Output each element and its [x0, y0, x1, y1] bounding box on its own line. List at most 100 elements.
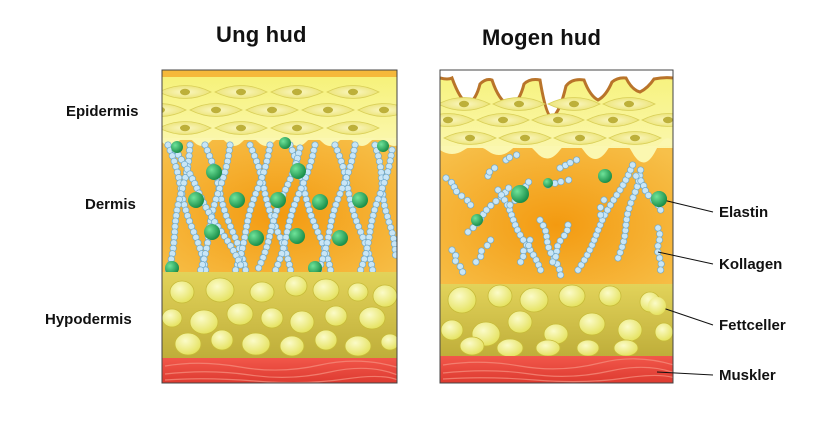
elastin-fiber [598, 169, 612, 183]
elastin-fiber [332, 230, 348, 246]
fat-cell [654, 322, 673, 342]
fat-cell [358, 306, 386, 330]
fat-cell [372, 284, 397, 308]
collagen-bead [458, 192, 466, 200]
collagen-bead [656, 230, 664, 238]
collagen-bead [452, 187, 461, 196]
fat-cell [576, 339, 600, 357]
fat-cell [487, 284, 513, 308]
collagen-bead [506, 201, 514, 209]
cell-nucleus [267, 106, 277, 114]
epidermis-cell [162, 103, 187, 117]
collagen-bead [574, 266, 582, 274]
fat-cell [519, 287, 549, 313]
collagen-bead [237, 261, 245, 269]
epidermis-cell [357, 103, 397, 117]
collagen-bead [505, 153, 514, 162]
elastin-fiber [289, 228, 305, 244]
collagen-bead [552, 253, 560, 261]
fat-cell [249, 281, 275, 303]
collagen-bead [596, 203, 605, 212]
collagen-bead [629, 161, 637, 169]
elastin-fiber [352, 192, 368, 208]
cell-nucleus [498, 116, 508, 124]
collagen-bead [613, 191, 621, 199]
fat-cell [210, 329, 234, 351]
collagen-bead [560, 232, 568, 240]
cell-nucleus [236, 124, 246, 132]
collagen-bead [483, 241, 491, 250]
mature-epidermis-cells [440, 97, 673, 145]
cell-nucleus [514, 100, 524, 108]
collagen-bead [516, 231, 524, 239]
cell-nucleus [180, 88, 190, 96]
collagen-bead [392, 251, 397, 259]
young-collagen-fibers [164, 141, 397, 274]
collagen-bead [255, 264, 263, 272]
elastin-fiber [188, 192, 204, 208]
collagen-bead [442, 174, 450, 182]
fat-cell [324, 305, 348, 327]
fat-cell [598, 285, 622, 307]
cell-nucleus [236, 88, 246, 96]
collagen-bead [577, 261, 585, 269]
label-epidermis: Epidermis [66, 103, 139, 120]
collagen-bead [637, 166, 645, 174]
fat-cell [344, 335, 372, 357]
collagen-bead [477, 247, 486, 255]
collagen-bead [565, 176, 573, 184]
elastin-fiber [171, 141, 183, 153]
fat-cell [613, 339, 639, 357]
collagen-bead [513, 151, 521, 159]
elastin-fiber [471, 214, 483, 226]
callout-lines [656, 198, 714, 376]
collagen-bead [491, 164, 499, 172]
callout-fat-dot [648, 297, 666, 315]
fat-cell [447, 286, 477, 314]
elastin-fiber [308, 261, 322, 275]
fat-cell [507, 310, 533, 334]
collagen-bead [448, 246, 456, 254]
fat-cell [617, 318, 643, 342]
epidermis-cell [641, 113, 673, 127]
cell-nucleus [663, 116, 673, 124]
collagen-bead [467, 201, 475, 209]
elastin-fiber [377, 140, 389, 152]
cell-nucleus [459, 100, 469, 108]
title-young-skin: Ung hud [216, 22, 307, 47]
elastin-fiber [290, 163, 306, 179]
fat-cell [260, 307, 284, 329]
cell-nucleus [520, 134, 530, 142]
cell-nucleus [553, 116, 563, 124]
mature-collagen-fibers [442, 151, 665, 279]
fat-cell [347, 282, 369, 302]
label-hypodermis: Hypodermis [45, 311, 132, 328]
collagen-bead [487, 202, 495, 210]
collagen-bead [563, 226, 571, 234]
fat-cell [174, 332, 202, 356]
fat-cell [289, 310, 315, 334]
elastin-fiber [312, 194, 328, 210]
collagen-bead [482, 206, 491, 214]
collagen-bead [657, 206, 665, 214]
collagen-bead [494, 186, 502, 194]
elastin-fiber [206, 164, 222, 180]
collagen-bead [644, 191, 652, 199]
cell-nucleus [569, 100, 579, 108]
young-epidermis-cells [162, 85, 397, 135]
fat-cell [279, 335, 305, 357]
fat-cell [496, 338, 524, 358]
young-surface-layer [162, 70, 397, 78]
cell-nucleus [211, 106, 221, 114]
fat-cell [380, 333, 397, 351]
collagen-bead [573, 156, 581, 164]
fat-cell [241, 332, 271, 356]
elastin-fiber [511, 185, 529, 203]
cell-nucleus [443, 116, 453, 124]
cell-nucleus [624, 100, 634, 108]
fat-cell [459, 336, 485, 356]
young-fat-cells [162, 275, 397, 357]
collagen-bead [600, 196, 608, 204]
collagen-bead [610, 196, 618, 204]
